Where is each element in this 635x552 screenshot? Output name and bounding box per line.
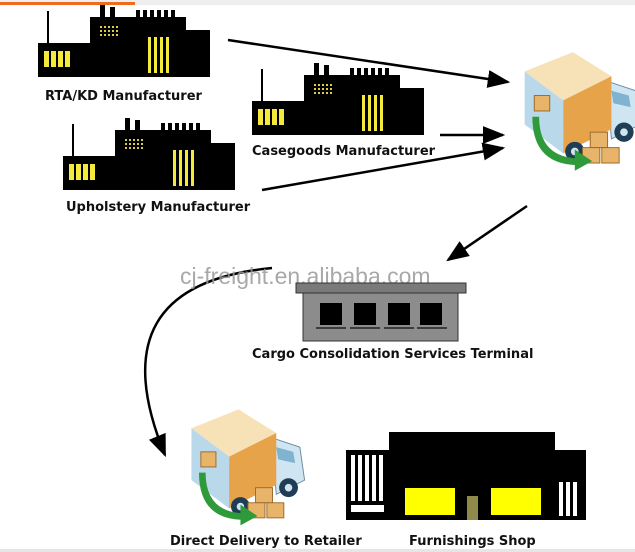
terminal-building-icon <box>295 282 467 342</box>
casegoods-label: Casegoods Manufacturer <box>252 144 436 159</box>
terminal-label: Cargo Consolidation Services Terminal <box>252 347 533 362</box>
pickup-truck-icon <box>524 51 635 172</box>
bottom-bar <box>0 549 635 552</box>
arrow-terminal-to-delivery <box>143 266 273 458</box>
arrows <box>143 38 528 458</box>
top-bar <box>0 0 635 5</box>
rta-factory-icon <box>38 5 210 77</box>
arrow-truck-to-terminal <box>446 204 528 262</box>
direct-delivery-label: Direct Delivery to Retailer <box>170 534 362 549</box>
upholstery-factory-icon <box>63 118 235 190</box>
delivery-truck-icon <box>190 408 306 526</box>
upholstery-label: Upholstery Manufacturer <box>66 200 251 215</box>
shop-label: Furnishings Shop <box>409 534 536 549</box>
casegoods-factory-icon <box>252 63 424 135</box>
arrow-rta-to-truck <box>227 38 511 88</box>
arrow-upholstery-to-truck <box>261 142 506 192</box>
rta-label: RTA/KD Manufacturer <box>45 89 203 104</box>
progress-indicator <box>0 2 135 5</box>
furnishings-shop-icon <box>346 432 586 520</box>
